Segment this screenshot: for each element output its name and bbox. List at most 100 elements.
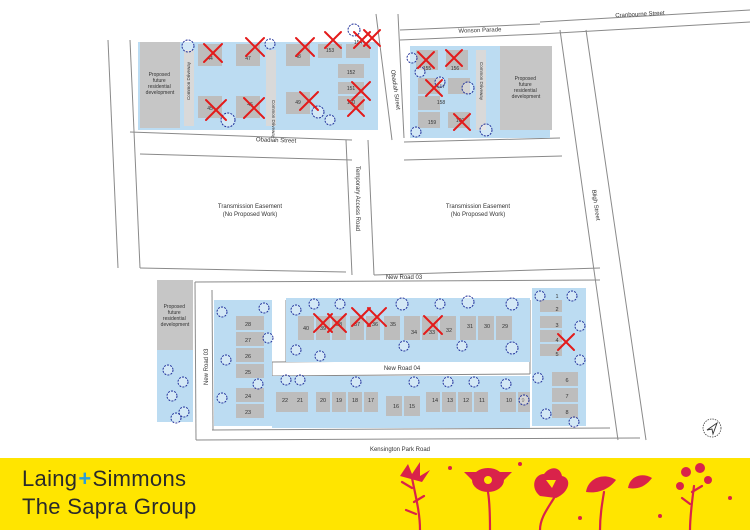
lot-label: 5	[555, 352, 558, 358]
removed-cross-icon	[557, 333, 575, 351]
tree-icon	[518, 394, 530, 406]
tree-icon	[566, 290, 578, 302]
street-label-new-road-03-top: New Road 03	[386, 275, 423, 281]
tree-icon	[574, 354, 586, 366]
block-bottom-row: 22 21 20 19 18 17 16 15 14 13 12 11 10 9	[272, 376, 530, 428]
tree-icon	[456, 340, 468, 352]
lot-label: 18	[352, 398, 358, 404]
block-top-right: Proposed future residential development …	[410, 46, 552, 138]
tree-icon	[479, 123, 493, 137]
common-driveway-label-1: Common Driveway	[186, 61, 191, 100]
street-label-kensington: Kensington Park Road	[370, 447, 430, 453]
tree-icon	[434, 298, 446, 310]
tree-icon	[568, 416, 580, 428]
tree-icon	[220, 354, 232, 366]
lot-label: 2	[555, 307, 558, 313]
lot-label: 37	[354, 322, 360, 328]
removed-cross-icon	[245, 37, 265, 57]
tree-icon	[262, 332, 274, 344]
future-dev-label: Proposed future residential development	[512, 76, 541, 100]
removed-cross-icon	[347, 99, 365, 117]
tree-icon	[314, 350, 326, 362]
tree-icon	[461, 295, 475, 309]
removed-tree-crosses	[203, 29, 575, 351]
easement-sub-right: (No Proposed Work)	[451, 212, 506, 218]
tree-icon	[350, 376, 362, 388]
lot-label: 17	[368, 398, 374, 404]
common-driveway-label-2: Common Driveway	[271, 100, 276, 139]
removed-cross-icon	[324, 31, 342, 49]
lot-label: 153	[326, 48, 335, 54]
lot-label: 34	[411, 330, 417, 336]
block-right-column: 1 2 3 4 5 6 7 8	[532, 288, 586, 426]
tree-icon	[410, 126, 422, 138]
lot-label: 25	[245, 370, 251, 376]
tree-icon	[177, 376, 189, 388]
tree-icon	[334, 298, 346, 310]
tree-icon	[408, 376, 420, 388]
tree-icon	[181, 39, 195, 53]
tree-icon	[395, 297, 409, 311]
lot-label: 10	[506, 398, 512, 404]
tree-icon	[414, 66, 426, 78]
removed-cross-icon	[243, 97, 265, 119]
tree-icon	[290, 344, 302, 356]
easement-title-left: Transmission Easement	[218, 204, 282, 210]
tree-icon	[505, 341, 519, 355]
lot-label: 35	[390, 322, 396, 328]
tree-icon	[294, 374, 306, 386]
lot-label: 39	[320, 326, 326, 332]
lot-label: 156	[451, 66, 460, 72]
tree-icon	[258, 302, 270, 314]
tree-icon	[252, 378, 264, 390]
lot-label: 24	[245, 394, 251, 400]
lot-label: 155	[423, 66, 432, 72]
easement-title-right: Transmission Easement	[446, 204, 510, 210]
lot-label: 49	[295, 100, 301, 106]
lot-label: 19	[336, 398, 342, 404]
block-left-future: Proposed future residential development	[157, 280, 193, 422]
lot-label: 7	[565, 394, 568, 400]
lot-label: 30	[484, 324, 490, 330]
tree-icon	[534, 290, 546, 302]
easement-sub-left: (No Proposed Work)	[223, 212, 278, 218]
street-label-new-road-04: New Road 04	[384, 366, 421, 372]
lot-label: 47	[245, 56, 251, 62]
site-plan-map: Proposed future residential development …	[107, 9, 750, 453]
lot-label: 31	[467, 324, 473, 330]
tree-icon	[398, 340, 410, 352]
future-dev-label: Proposed future residential development	[161, 304, 190, 328]
tree-icon	[500, 378, 512, 390]
tree-icon	[280, 374, 292, 386]
lot-label: 40	[303, 326, 309, 332]
lot-label: 12	[463, 398, 469, 404]
removed-cross-icon	[203, 43, 223, 63]
removed-cross-icon	[363, 29, 381, 47]
street-label-bligh: Bligh Street	[590, 189, 600, 221]
flower-illustration	[400, 462, 732, 530]
brand-group: The Sapra Group	[22, 494, 197, 519]
lot-label: 8	[565, 410, 568, 416]
tree-icon	[540, 408, 552, 420]
lot-label: 16	[393, 404, 399, 410]
brand-name: Laing+Simmons	[22, 466, 186, 492]
street-label-temporary-access: Temporary Access Road	[354, 166, 360, 231]
removed-cross-icon	[327, 313, 347, 333]
lot-label: 36	[372, 322, 378, 328]
removed-cross-icon	[367, 307, 387, 327]
block-top-left: Proposed future residential development …	[138, 40, 378, 139]
north-arrow-icon	[702, 418, 722, 438]
tree-icon	[347, 23, 361, 37]
block-left-column: 28 27 26 25 24 23	[214, 300, 272, 426]
tree-icon	[311, 105, 325, 119]
lot-label: 48	[295, 54, 301, 60]
lot-label: 44	[207, 56, 213, 62]
trees	[162, 23, 586, 428]
tree-icon	[162, 364, 174, 376]
lot-label: 45	[207, 106, 213, 112]
tree-icon	[461, 81, 475, 95]
tree-icon	[170, 412, 182, 424]
lot-label: 32	[446, 328, 452, 334]
lot-label: 27	[245, 338, 251, 344]
street-label-new-road-03-left: New Road 03	[204, 348, 210, 385]
